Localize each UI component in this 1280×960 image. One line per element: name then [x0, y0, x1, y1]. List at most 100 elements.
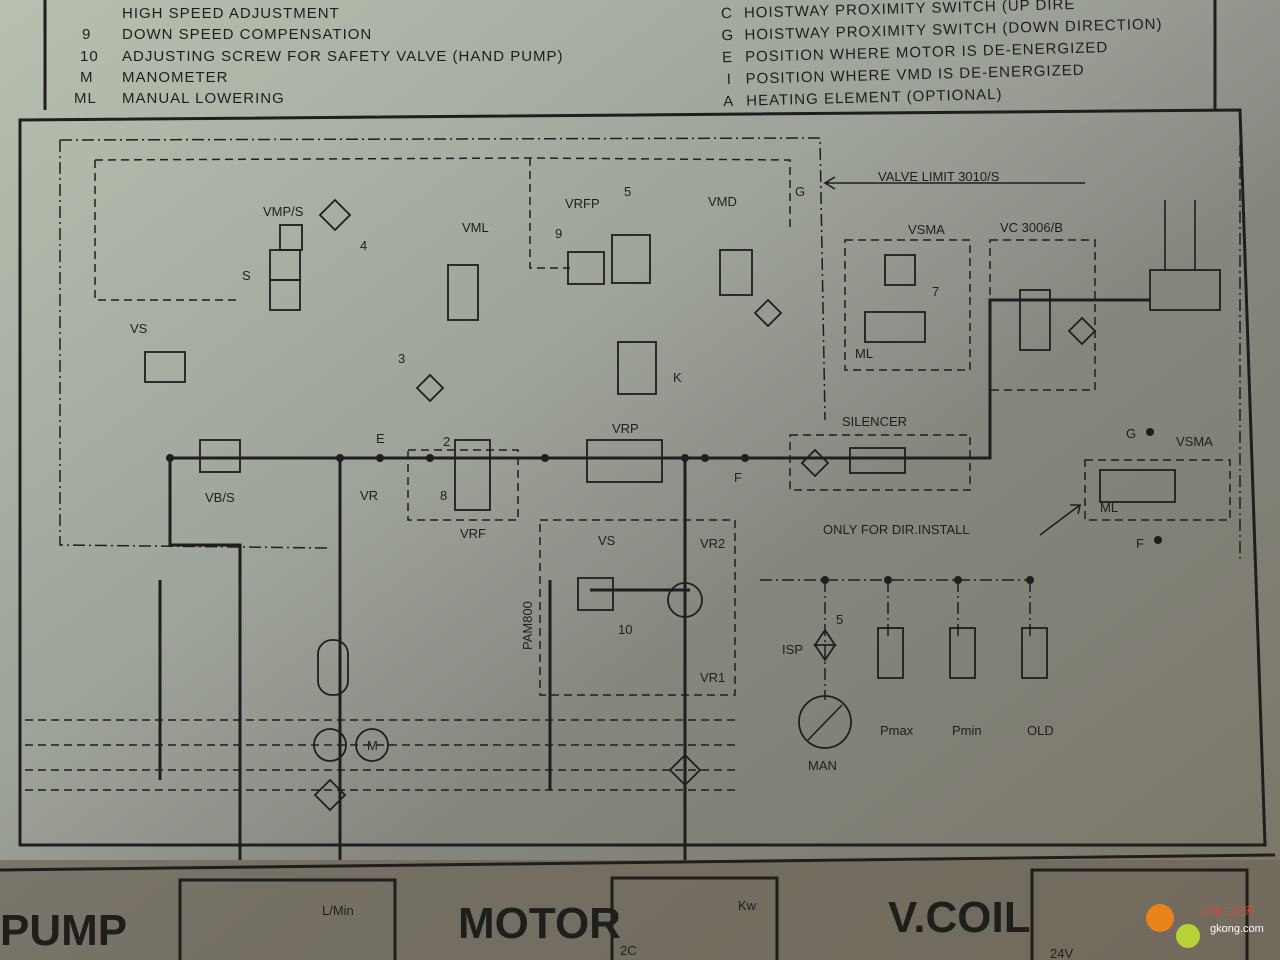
pump-unit: L/Min — [322, 903, 354, 918]
manometer-needle — [807, 704, 843, 741]
vmps-coil — [279, 224, 303, 251]
valve-limit-arrow — [823, 176, 1085, 190]
enclosure-outline — [59, 137, 1241, 560]
isp-valve — [813, 628, 837, 662]
legend-text: MANOMETER — [122, 69, 229, 86]
vs-safety-label: VS — [598, 533, 616, 548]
legend-key: C — [721, 5, 733, 22]
label-7: 7 — [932, 284, 939, 299]
vml-valve — [447, 264, 479, 321]
vsma-label: VSMA — [908, 222, 945, 237]
only-dir-install-label: ONLY FOR DIR.INSTALL — [823, 522, 970, 537]
vcoil-label: V.COIL — [888, 893, 1031, 942]
component-k — [617, 341, 657, 395]
nameplate: PUMP L/Min MOTOR Kw 2C V.COIL 24V — [0, 868, 1249, 960]
vrf-label: VRF — [460, 526, 486, 541]
g-dir-label: G — [1126, 426, 1136, 441]
legend-text: ADJUSTING SCREW FOR SAFETY VALVE (HAND P… — [122, 48, 564, 65]
filter — [415, 373, 445, 403]
hand-pump-filter — [668, 753, 702, 787]
vc-label: VC 3006/B — [1000, 220, 1063, 235]
pressure-switch-line — [760, 579, 1031, 700]
filter — [800, 448, 830, 478]
hand-pump-circuit — [158, 580, 690, 790]
vsma-dir-label: VSMA — [1176, 434, 1213, 449]
vsma-dir-valve — [1099, 469, 1176, 503]
accumulator — [317, 639, 349, 696]
motor-m-label: M — [367, 738, 378, 753]
vcoil-value: 24V — [1050, 946, 1073, 960]
label-3: 3 — [398, 351, 405, 366]
vsma-valve — [884, 254, 916, 286]
old-label: OLD — [1027, 723, 1054, 738]
silencer — [849, 447, 906, 474]
s-label: S — [242, 268, 251, 283]
motor-label: MOTOR — [458, 899, 621, 948]
k-label: K — [673, 370, 682, 385]
vml-label: VML — [462, 220, 489, 235]
vs-safety-valve — [577, 577, 614, 611]
pam800-label: PAM800 — [520, 601, 535, 650]
legend-key: G — [721, 27, 734, 44]
ml-label: ML — [855, 346, 873, 361]
vrp-valve — [586, 439, 663, 483]
oil-tank — [25, 719, 740, 791]
legend-key: A — [723, 93, 734, 110]
filter — [1067, 316, 1097, 346]
legend-key: 9 — [82, 26, 91, 43]
man-label: MAN — [808, 758, 837, 773]
g-label: G — [795, 184, 805, 199]
ml-dir-label: ML — [1100, 500, 1118, 515]
watermark-cn: 中华工控网 — [1200, 904, 1255, 918]
nameplate-divider — [0, 853, 1276, 872]
vcoil-value-box — [1030, 868, 1249, 960]
legend-text: DOWN SPEED COMPENSATION — [122, 26, 372, 43]
silencer-group — [789, 434, 971, 491]
vrf-valve — [454, 439, 491, 511]
vs-label: VS — [130, 321, 148, 336]
vc-group — [989, 239, 1096, 391]
vc-valve — [1019, 289, 1051, 351]
valve-limit-label: VALVE LIMIT 3010/S — [878, 169, 1000, 184]
watermark-site: gkong.com — [1210, 923, 1264, 935]
manometer-gauge — [798, 695, 852, 749]
old-switch — [1021, 627, 1048, 679]
vsma-ml-valve — [864, 311, 926, 343]
suction-filter — [313, 778, 347, 812]
label-8: 8 — [440, 488, 447, 503]
vrfp-valve — [567, 251, 605, 285]
legend-text: MANUAL LOWERING — [122, 90, 285, 107]
label-5b: 5 — [836, 612, 843, 627]
legend-key: I — [726, 71, 732, 88]
pmin-label: Pmin — [952, 723, 982, 738]
legend-left: HIGH SPEED ADJUSTMENT 9 DOWN SPEED COMPE… — [74, 5, 564, 107]
diagram-frame — [18, 108, 1267, 847]
pilot-line — [94, 157, 791, 301]
silencer-label: SILENCER — [842, 414, 907, 429]
legend-key: ML — [74, 90, 97, 107]
motor-unit: Kw — [738, 898, 757, 913]
main-pump — [313, 728, 347, 762]
pmin-switch — [949, 627, 976, 679]
pump-value-box — [178, 878, 397, 960]
vsma-group — [844, 239, 971, 371]
f-label: F — [734, 470, 742, 485]
pmax-switch — [877, 627, 904, 679]
vbs-valve — [199, 439, 241, 473]
isp-label: ISP — [782, 642, 803, 657]
nameplate-band — [0, 860, 1280, 960]
return-line — [168, 458, 242, 860]
vrfp-label: VRFP — [565, 196, 600, 211]
label-9: 9 — [555, 226, 562, 241]
label-4: 4 — [360, 238, 367, 253]
vs-valve — [144, 351, 186, 383]
vr1-label: VR1 — [700, 670, 725, 685]
filter — [753, 298, 783, 328]
legend-text: HEATING ELEMENT (OPTIONAL) — [746, 86, 1003, 110]
vsma-dir-group — [1084, 459, 1231, 521]
vrp-label: VRP — [612, 421, 639, 436]
pam800-group — [539, 519, 736, 696]
legend-text: HIGH SPEED ADJUSTMENT — [122, 5, 340, 22]
